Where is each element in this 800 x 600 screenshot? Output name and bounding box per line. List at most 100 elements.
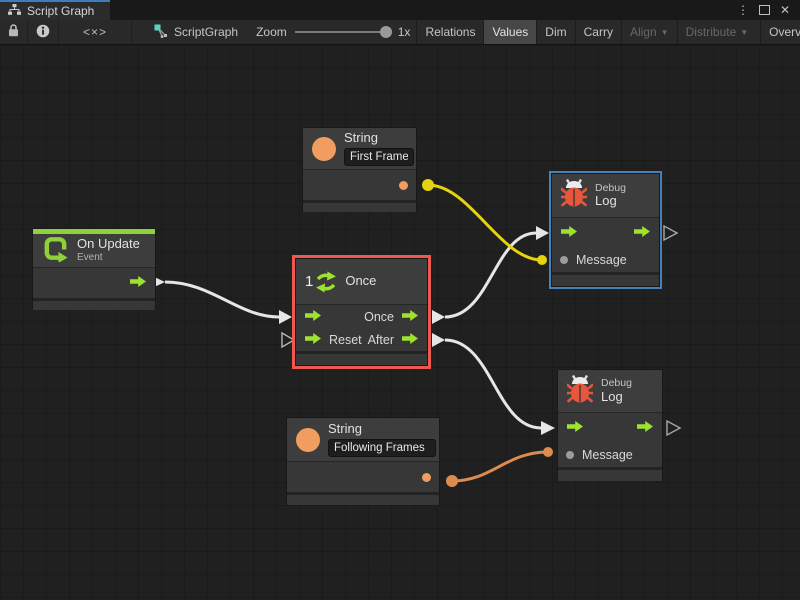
node-footer <box>558 467 662 481</box>
toggle-dim[interactable]: Dim <box>536 20 574 44</box>
tab-title: Script Graph <box>27 4 95 18</box>
zoom-label: Zoom <box>256 25 287 39</box>
wire-string-to-debugbottom-message[interactable] <box>451 450 549 483</box>
value-wire-source-dot <box>422 179 434 191</box>
node-title: Log <box>601 388 623 404</box>
node-footer <box>296 351 427 365</box>
reset-input-port[interactable] <box>304 332 322 348</box>
node-string-first-frame[interactable]: String <box>302 127 417 212</box>
graph-canvas[interactable]: On Update Event 1 <box>0 45 800 600</box>
toolbar-toggles: Relations Values Dim Carry Align ▼ Distr… <box>416 20 800 44</box>
flow-output-port[interactable] <box>129 275 147 291</box>
on-update-loop-icon <box>42 235 69 267</box>
node-footer <box>287 492 439 505</box>
bug-icon <box>560 178 588 212</box>
node-category: Debug <box>595 181 626 194</box>
node-footer <box>33 298 155 310</box>
script-graph-asset-icon <box>154 24 168 41</box>
graph-name-label: ScriptGraph <box>174 25 239 39</box>
lock-button[interactable] <box>0 20 28 44</box>
string-value-input[interactable] <box>344 148 414 167</box>
after-output-label: After <box>367 332 394 347</box>
wire-after-to-debugbottom[interactable] <box>444 338 542 430</box>
flow-wire-dest-arrow <box>279 310 292 324</box>
message-label: Message <box>576 253 627 267</box>
flow-wire-source-arrow <box>432 310 445 324</box>
chevron-down-icon: ▼ <box>740 27 749 37</box>
flow-wire-dest-arrow <box>536 226 549 240</box>
zoom-value: 1x <box>397 25 411 39</box>
distribute-dropdown[interactable]: Distribute ▼ <box>676 20 757 44</box>
node-debug-log-top[interactable]: Debug Log Message <box>549 171 662 289</box>
value-wire-dest-dot <box>537 255 547 265</box>
flow-wire-dest-arrow <box>541 421 555 435</box>
node-once[interactable]: 1 Once Once <box>292 255 431 369</box>
wire-string-to-debugtop-message[interactable] <box>427 183 543 262</box>
flow-input-port[interactable] <box>304 309 322 325</box>
window-controls: ⋮ ✕ <box>737 0 800 20</box>
node-subtitle: Event <box>77 251 103 263</box>
bug-icon <box>566 374 594 408</box>
align-dropdown[interactable]: Align ▼ <box>620 20 677 44</box>
message-input-port[interactable] <box>560 256 568 264</box>
toggle-carry[interactable]: Carry <box>574 20 621 44</box>
node-on-update[interactable]: On Update Event <box>32 228 156 310</box>
wires-layer <box>150 179 682 487</box>
string-value-input[interactable] <box>328 439 436 458</box>
graph-hierarchy-icon <box>8 4 21 18</box>
tab-script-graph[interactable]: Script Graph <box>0 0 111 20</box>
toggle-values[interactable]: Values <box>483 20 537 44</box>
toggle-relations[interactable]: Relations <box>416 20 483 44</box>
chevron-down-icon: ▼ <box>660 27 669 37</box>
flow-output-port[interactable] <box>633 225 651 241</box>
window-menu-icon[interactable]: ⋮ <box>736 3 749 17</box>
node-footer <box>552 272 659 286</box>
once-output-label: Once <box>364 309 394 324</box>
csharp-preview-button[interactable]: <×> <box>59 20 133 44</box>
flow-input-port[interactable] <box>560 225 578 241</box>
zoom-control: Zoom 1x <box>250 20 416 44</box>
string-type-icon <box>296 427 320 452</box>
node-string-following-frames[interactable]: String <box>286 417 440 505</box>
tab-bar: Script Graph ⋮ ✕ <box>0 0 800 20</box>
node-title: String <box>344 129 378 145</box>
flow-input-port[interactable] <box>566 420 584 436</box>
zoom-slider-handle[interactable] <box>379 26 392 38</box>
node-title: Once <box>345 273 377 289</box>
reset-input-label: Reset <box>329 332 362 347</box>
message-label: Message <box>582 448 633 462</box>
node-category: Debug <box>601 377 632 390</box>
node-title: On Update <box>77 236 140 252</box>
info-icon <box>36 24 50 41</box>
code-icon: <×> <box>83 25 108 39</box>
flow-wire-source-arrow <box>432 333 445 347</box>
node-footer <box>303 200 416 212</box>
value-wire-source-dot <box>446 475 458 487</box>
lock-icon <box>8 24 19 40</box>
graph-toolbar: <×> ScriptGraph Zoom 1x Rel <box>0 20 800 45</box>
wire-once-to-debugtop[interactable] <box>444 231 537 319</box>
button-overview[interactable]: Overview <box>760 20 800 44</box>
node-debug-log-bottom[interactable]: Debug Log Message <box>557 369 663 481</box>
after-output-port[interactable] <box>401 332 419 348</box>
string-output-port[interactable] <box>422 472 431 482</box>
reset-port-stub-triangle[interactable] <box>281 331 296 349</box>
message-input-port[interactable] <box>566 451 574 459</box>
debugtop-output-stub-triangle[interactable] <box>663 224 679 242</box>
zoom-slider[interactable] <box>294 26 392 38</box>
once-icon: 1 <box>305 271 337 293</box>
node-title: Log <box>595 193 617 209</box>
wire-onupdate-to-once[interactable] <box>164 280 280 319</box>
once-output-port[interactable] <box>401 309 419 325</box>
flow-output-port[interactable] <box>636 420 654 436</box>
graph-breadcrumb[interactable]: ScriptGraph <box>142 20 250 44</box>
window-close-icon[interactable]: ✕ <box>779 3 790 17</box>
string-type-icon <box>312 136 336 161</box>
window-maximize-icon[interactable] <box>758 5 770 15</box>
value-wire-dest-dot <box>543 447 553 457</box>
string-output-port[interactable] <box>399 180 408 190</box>
debugbottom-output-stub-triangle[interactable] <box>666 419 682 437</box>
inspect-button[interactable] <box>28 20 59 44</box>
event-accent-strip <box>33 229 155 234</box>
